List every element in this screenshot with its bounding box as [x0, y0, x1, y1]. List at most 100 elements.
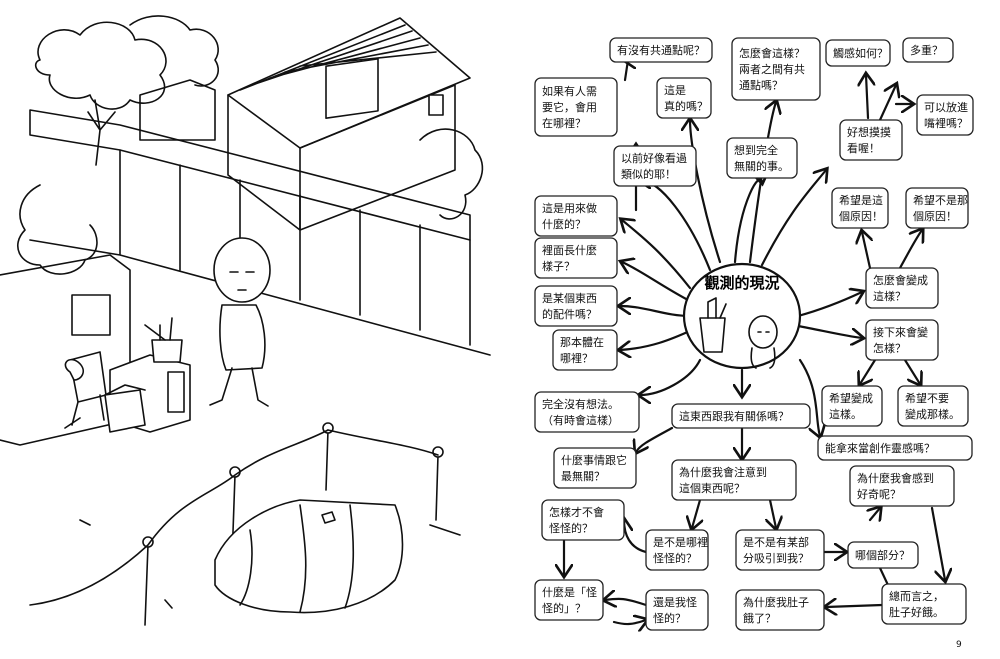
- arrow: [826, 605, 884, 607]
- node-text: 這東西跟我有關係嗎？: [679, 409, 789, 423]
- node-box: [609, 37, 713, 63]
- node-text: 嘴裡嗎？: [924, 116, 968, 130]
- node-text: （有時會這樣）: [542, 413, 619, 427]
- arrow: [798, 358, 820, 436]
- arrow: [898, 230, 922, 270]
- node-box: [645, 529, 709, 571]
- street-illustration: [0, 15, 491, 626]
- node-box: [534, 579, 604, 621]
- node-box: [825, 39, 891, 67]
- node-text: 有沒有共通點呢？: [617, 43, 705, 57]
- node-box: [847, 541, 919, 569]
- node-n34: 總而言之，肚子好餓。: [881, 583, 967, 625]
- node-text: 類似的耶！: [621, 167, 676, 181]
- node-text: 還是我怪: [653, 595, 697, 609]
- node-text: 看喔！: [847, 141, 880, 155]
- center-bubble: 觀測的現況: [682, 262, 802, 370]
- arrow: [760, 170, 826, 267]
- node-box: [735, 589, 825, 631]
- arrow: [612, 620, 646, 624]
- node-box: [671, 459, 797, 501]
- node-n3: 觸感如何？: [825, 39, 891, 67]
- arrows-layer: [564, 60, 945, 624]
- node-n22: 這東西跟我有關係嗎？: [671, 403, 811, 429]
- node-text: 總而言之，: [889, 589, 944, 603]
- node-text: 變成那樣。: [905, 407, 960, 421]
- node-text: 這是用來做: [542, 201, 597, 215]
- node-text: 接下來會變: [873, 325, 928, 339]
- mind-map-diagram: 有沒有共通點呢？怎麼會這樣？兩者之間有共通點嗎？觸感如何？多重？如果有人需要它，…: [534, 37, 974, 659]
- node-box: [534, 237, 618, 279]
- node-text: 怪的？: [653, 611, 686, 625]
- node-text: 什麼事情跟它: [561, 453, 627, 467]
- node-text: 最無關？: [561, 469, 605, 483]
- arrow: [620, 306, 692, 318]
- node-box: [726, 137, 798, 179]
- arrow: [624, 520, 648, 554]
- arrow: [625, 60, 630, 82]
- node-text: 那本體在: [560, 335, 604, 349]
- node-text: 怎樣才不會: [549, 505, 604, 519]
- node-text: 這樣。: [829, 407, 862, 421]
- arrow: [690, 120, 722, 264]
- arrow: [636, 426, 674, 452]
- node-text: 要它，會用: [542, 100, 597, 114]
- node-text: 個原因！: [839, 210, 883, 223]
- node-text: 怎麼會這樣？: [739, 46, 805, 60]
- node-box: [645, 589, 709, 631]
- node-text: 希望不要: [905, 391, 949, 405]
- node-text: 什麼的？: [542, 217, 586, 231]
- arrow: [870, 508, 880, 520]
- node-text: 能拿來當創作靈感嗎？: [825, 441, 935, 455]
- node-text: 這是: [664, 83, 686, 97]
- node-text: 好奇呢？: [857, 487, 901, 501]
- node-text: 為什麼我會感到: [857, 471, 934, 485]
- node-text: 這個東西呢？: [679, 481, 745, 495]
- node-text: 個原因！: [913, 210, 957, 223]
- node-text: 分吸引到我？: [743, 551, 809, 565]
- arrow: [770, 498, 776, 528]
- page-number: 9: [956, 640, 962, 650]
- node-text: 哪個部分？: [855, 548, 910, 562]
- arrow: [622, 262, 690, 302]
- node-box: [541, 499, 625, 541]
- node-box: [902, 37, 954, 63]
- node-box: [534, 285, 618, 327]
- arrow: [640, 180, 712, 272]
- node-box: [534, 391, 640, 433]
- node-box: [849, 465, 955, 507]
- node-n30: 哪個部分？: [847, 541, 919, 569]
- arrow: [622, 220, 692, 290]
- node-box: [821, 385, 883, 427]
- node-n1: 有沒有共通點呢？: [609, 37, 713, 63]
- arrow: [903, 358, 920, 384]
- arrow: [796, 292, 862, 318]
- node-text: 這樣？: [873, 289, 906, 303]
- node-text: 為什麼我會注意到: [679, 465, 767, 479]
- arrow: [878, 85, 896, 122]
- node-box: [865, 319, 939, 361]
- center-title: 觀測的現況: [704, 274, 779, 292]
- node-box: [865, 267, 939, 309]
- node-text: 的配件嗎？: [542, 307, 597, 321]
- node-text: 怪怪的？: [653, 551, 697, 565]
- node-box: [905, 187, 969, 229]
- node-n21: 完全沒有想法。（有時會這樣）: [534, 391, 640, 433]
- node-text: 兩者之間有共: [739, 62, 805, 76]
- node-text: 是不是哪裡: [653, 535, 708, 549]
- node-text: 怎樣？: [873, 341, 906, 355]
- node-text: 是某個東西: [542, 292, 597, 305]
